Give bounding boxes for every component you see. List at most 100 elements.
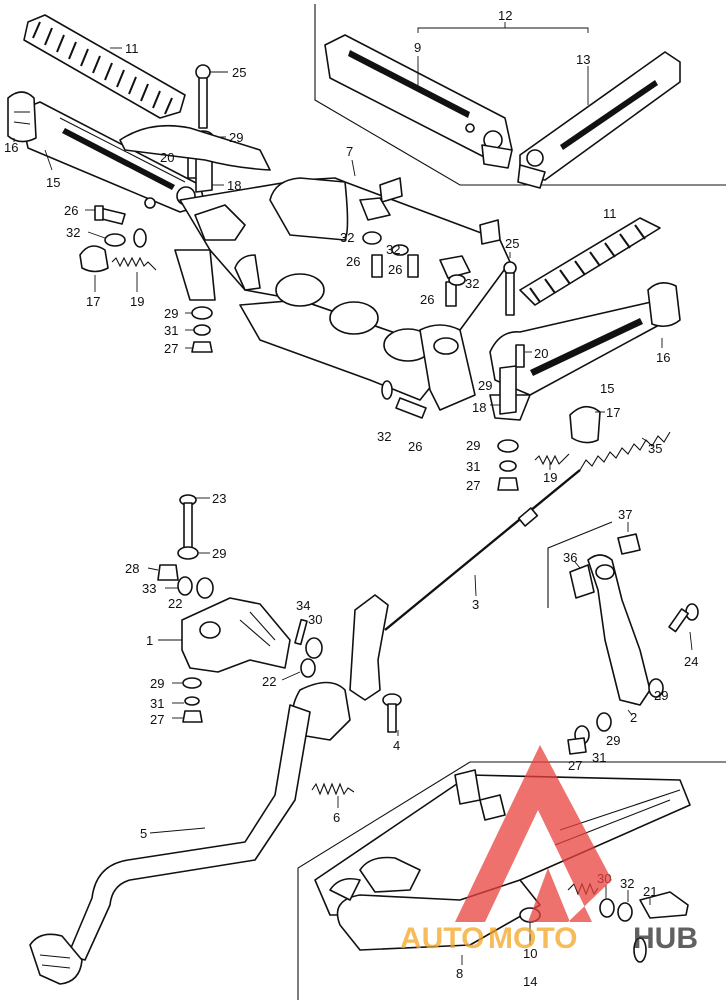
watermark-auto: AUTO — [400, 922, 484, 955]
callout-25a: 25 — [232, 65, 246, 80]
callout-11a: 11 — [125, 41, 139, 56]
callout-21: 21 — [643, 884, 657, 899]
washer-30-left — [305, 637, 323, 659]
callout-30a: 30 — [308, 612, 322, 627]
callout-16b: 16 — [656, 350, 670, 365]
footrest-rubber-right — [519, 217, 661, 306]
callout-20b: 20 — [534, 346, 548, 361]
watermark-mountain-icon — [455, 745, 612, 922]
footrest-end-cap-left — [7, 91, 37, 143]
pin-20-right — [515, 344, 525, 368]
washer-31-lower — [184, 696, 200, 706]
callout-18b: 18 — [472, 400, 486, 415]
clip-17-left — [79, 245, 109, 273]
nut-28 — [157, 564, 179, 581]
callout-28: 28 — [125, 561, 139, 576]
washer-30-right — [599, 898, 615, 918]
callout-27a: 27 — [164, 341, 178, 356]
callout-29f: 29 — [150, 676, 164, 691]
callout-29e: 29 — [212, 546, 226, 561]
callout-32e: 32 — [377, 429, 391, 444]
nut-27-right — [497, 477, 519, 491]
washer-32-right — [617, 902, 633, 922]
bolt-26-lower — [395, 397, 427, 419]
callout-26d: 26 — [420, 292, 434, 307]
bolt-26-center-c — [445, 281, 457, 307]
callout-27d: 27 — [568, 758, 582, 773]
washer-29-kick — [648, 678, 664, 698]
washer-22-upper — [196, 577, 214, 599]
kickstand-arm-2 — [569, 554, 651, 706]
callout-24: 24 — [684, 654, 698, 669]
footrest-end-cap-right — [647, 282, 681, 328]
footrest-bar-9 — [324, 34, 513, 169]
callout-17a: 17 — [86, 294, 100, 309]
callout-32a: 32 — [66, 225, 80, 240]
callout-6: 6 — [333, 810, 340, 825]
footrest-rubber-left — [23, 14, 186, 119]
callout-26e: 26 — [408, 439, 422, 454]
inset-frame-lower — [297, 761, 726, 1000]
group-bracket-12 — [417, 27, 589, 33]
callout-19b: 19 — [543, 470, 557, 485]
callout-29g: 29 — [654, 688, 668, 703]
inset-frame-upper — [314, 4, 726, 186]
pivot-pin-18-right — [499, 365, 517, 415]
callout-22b: 22 — [262, 674, 276, 689]
washer-31-right — [499, 460, 517, 472]
callout-32d: 32 — [465, 276, 479, 291]
callout-36: 36 — [563, 550, 577, 565]
washer-29-bracket — [177, 546, 199, 560]
callout-31c: 31 — [150, 696, 164, 711]
clip-17-right — [569, 405, 601, 444]
bolt-26-left — [94, 205, 126, 225]
callout-2: 2 — [630, 710, 637, 725]
washer-29-lower — [182, 677, 202, 689]
callout-14: 14 — [523, 974, 537, 989]
callout-23: 23 — [212, 491, 226, 506]
callout-15b: 15 — [600, 381, 614, 396]
callout-7: 7 — [346, 144, 353, 159]
brake-pedal-5 — [29, 681, 351, 985]
callout-29d: 29 — [466, 438, 480, 453]
callout-4: 4 — [393, 738, 400, 753]
callout-19a: 19 — [130, 294, 144, 309]
callout-26c: 26 — [388, 262, 402, 277]
callout-22a: 22 — [168, 596, 182, 611]
callout-5: 5 — [140, 826, 147, 841]
callout-8: 8 — [456, 966, 463, 981]
cap-37 — [617, 533, 641, 555]
bracket-1 — [181, 597, 291, 673]
callout-25b: 25 — [505, 236, 519, 251]
callout-16a: 16 — [4, 140, 18, 155]
footrest-bar-13 — [517, 51, 681, 189]
washer-32-lower — [381, 380, 393, 400]
bolt-25-upper — [195, 64, 211, 129]
callout-27c: 27 — [150, 712, 164, 727]
washer-33 — [177, 576, 193, 596]
callout-29c: 29 — [478, 378, 492, 393]
callout-18a: 18 — [227, 178, 241, 193]
washer-32-center-c — [448, 274, 466, 286]
callout-29h: 29 — [606, 733, 620, 748]
spring-19-right — [534, 453, 570, 466]
washer-29-left — [191, 306, 213, 320]
callout-31b: 31 — [466, 459, 480, 474]
washer-22-lower — [300, 658, 316, 678]
bolt-26-center-b — [407, 254, 419, 278]
bolt-26-center — [371, 254, 383, 278]
callout-26a: 26 — [64, 203, 78, 218]
callout-34: 34 — [296, 598, 310, 613]
callout-26b: 26 — [346, 254, 360, 269]
washer-29-kick-b — [596, 712, 612, 732]
callout-3: 3 — [472, 597, 479, 612]
washer-29-right — [497, 439, 519, 453]
bolt-24 — [668, 603, 699, 633]
callout-32c: 32 — [386, 242, 400, 257]
callout-11b: 11 — [603, 206, 617, 221]
callout-37: 37 — [618, 507, 632, 522]
bolt-25-right — [503, 261, 517, 316]
callout-31d: 31 — [592, 750, 606, 765]
bolt-4 — [382, 693, 402, 733]
